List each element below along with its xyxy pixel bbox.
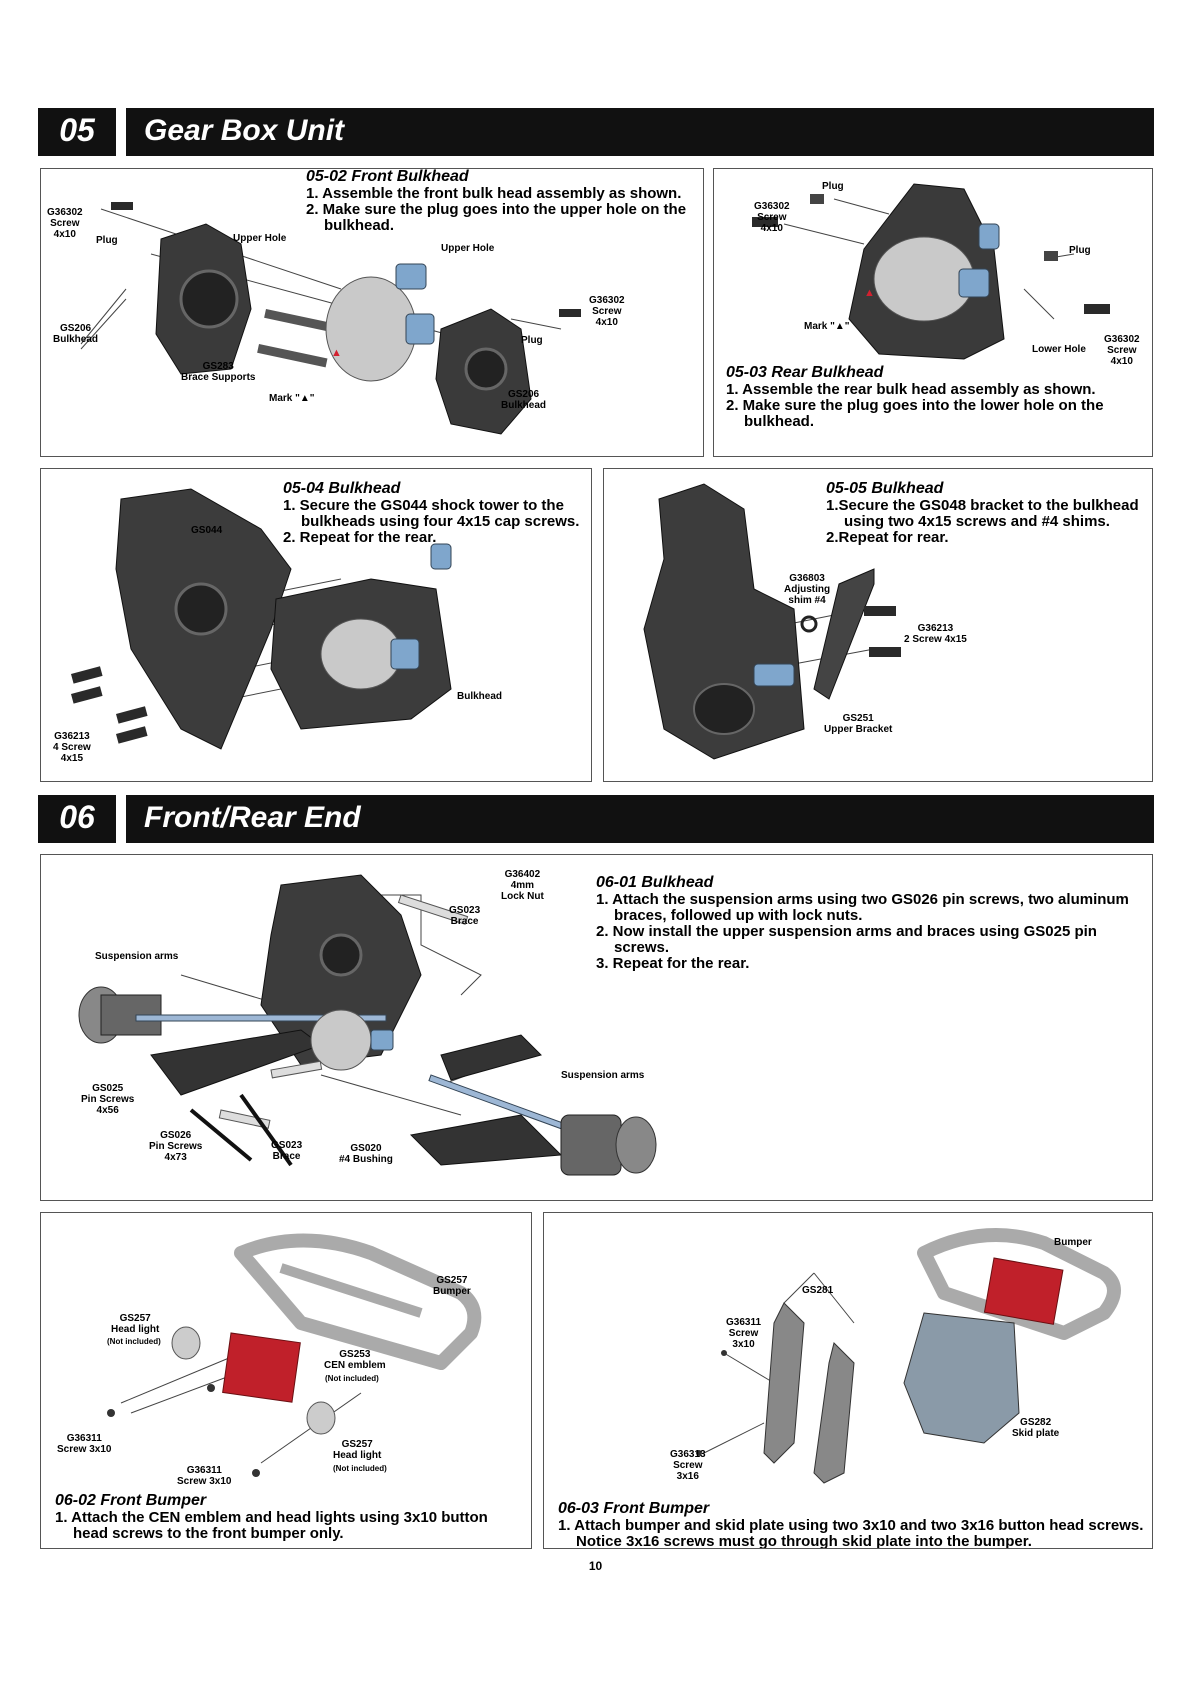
label-gs281: GS281: [802, 1285, 834, 1296]
section-05-title-bar: Gear Box Unit: [126, 108, 1154, 156]
label-screw-g36213: G36213 2 Screw 4x15: [904, 623, 967, 645]
shock-tower-diagram: [71, 488, 452, 750]
step-05-03-title: 05-03 Rear Bulkhead: [726, 364, 884, 381]
label-screw-g36302-2: G36302 Screw 4x10: [1104, 334, 1140, 367]
panel-05-04-bulkhead: 05-04 Bulkhead 1. Secure the GS044 shock…: [40, 468, 592, 782]
label-lower-hole: Lower Hole: [1032, 344, 1086, 355]
section-06-number: 06: [59, 799, 95, 835]
rear-bulkhead-diagram: ▲: [752, 183, 1110, 360]
label-gs253-cen-emblem: GS253 CEN emblem: [324, 1349, 386, 1371]
label-gs283-brace-supports: GS283 Brace Supports: [181, 361, 256, 383]
label-gs023-brace-1: GS023 Brace: [449, 905, 481, 927]
step-06-03-line-1: 1. Attach bumper and skid plate using tw…: [558, 1517, 1144, 1549]
suspension-diagram: [78, 874, 657, 1176]
label-not-included-2: (Not included): [325, 1374, 379, 1383]
panel-06-02-front-bumper: GS257 Bumper GS257 Head light (Not inclu…: [40, 1212, 532, 1549]
label-not-included-1: (Not included): [107, 1337, 161, 1346]
label-plug-1: Plug: [822, 181, 844, 192]
label-bumper: Bumper: [1054, 1237, 1092, 1248]
label-mark: Mark "▲": [804, 321, 850, 332]
label-not-included-3: (Not included): [333, 1464, 387, 1473]
step-06-01-text: 06-01 Bulkhead 1. Attach the suspension …: [596, 875, 1136, 972]
label-screw-g36311-2: G36311 Screw 3x10: [177, 1465, 232, 1487]
front-bumper-emblem-diagram: [107, 1233, 482, 1477]
label-plug-2: Plug: [521, 335, 543, 346]
section-05-number-box: 05: [38, 108, 116, 156]
label-gs023-brace-2: GS023 Brace: [271, 1140, 303, 1162]
label-gs044: GS044: [191, 525, 223, 536]
label-upper-hole-2: Upper Hole: [441, 243, 495, 254]
label-screw-g36302-1: G36302 Screw 4x10: [754, 201, 790, 234]
svg-text:▲: ▲: [864, 287, 875, 299]
label-plug-2: Plug: [1069, 245, 1091, 256]
bumper-skid-plate-diagram: [696, 1228, 1121, 1484]
step-05-05-title: 05-05 Bulkhead: [826, 480, 944, 497]
step-06-01-line-3: 3. Repeat for the rear.: [596, 955, 750, 972]
section-06-number-box: 06: [38, 795, 116, 843]
upper-bracket-diagram: [643, 483, 901, 760]
label-screw-g36311: G36311 Screw 3x10: [726, 1317, 762, 1350]
label-gs251-upper-bracket: GS251 Upper Bracket: [824, 713, 893, 735]
step-06-02-text: 06-02 Front Bumper 1. Attach the CEN emb…: [55, 1493, 525, 1542]
step-05-02-title: 05-02 Front Bulkhead: [306, 168, 469, 185]
step-06-02-line-1: 1. Attach the CEN emblem and head lights…: [55, 1509, 488, 1542]
label-screw-g36302: G36302 Screw 4x10: [47, 207, 83, 240]
panel-06-01-bulkhead: G36402 4mm Lock Nut GS023 Brace Suspensi…: [40, 854, 1153, 1201]
step-05-03-text: 05-03 Rear Bulkhead 1. Assemble the rear…: [726, 365, 1126, 430]
label-gs257-head-light-1: GS257 Head light: [111, 1313, 160, 1335]
step-05-02-line-1: 1. Assemble the front bulk head assembly…: [306, 185, 682, 202]
label-screw-g36302-2: G36302 Screw 4x10: [589, 295, 625, 328]
section-06-title: Front/Rear End: [144, 801, 361, 834]
step-06-03-title: 06-03 Front Bumper: [558, 1500, 710, 1517]
step-05-04-title: 05-04 Bulkhead: [283, 480, 401, 497]
step-06-02-title: 06-02 Front Bumper: [55, 1492, 207, 1509]
step-05-05-text: 05-05 Bulkhead 1.Secure the GS048 bracke…: [826, 481, 1146, 546]
section-05-number: 05: [59, 112, 95, 148]
label-gs206-bulkhead-2: GS206 Bulkhead: [501, 389, 547, 411]
label-suspension-arms-2: Suspension arms: [561, 1070, 645, 1081]
label-plug-1: Plug: [96, 235, 118, 246]
panel-05-05-bulkhead: 05-05 Bulkhead 1.Secure the GS048 bracke…: [603, 468, 1153, 782]
step-06-01-line-1: 1. Attach the suspension arms using two …: [596, 891, 1129, 924]
label-gs026-pin-screws: GS026 Pin Screws 4x73: [149, 1130, 203, 1163]
step-06-01-title: 06-01 Bulkhead: [596, 874, 714, 891]
label-gs257-head-light-2: GS257 Head light: [333, 1439, 382, 1461]
step-05-03-line-1: 1. Assemble the rear bulk head assembly …: [726, 381, 1096, 398]
label-mark: Mark "▲": [269, 393, 315, 404]
svg-text:▲: ▲: [331, 347, 342, 359]
label-gs282-skid-plate: GS282 Skid plate: [1012, 1417, 1060, 1439]
label-gs206-bulkhead-1: GS206 Bulkhead: [53, 323, 99, 345]
step-06-01-line-2: 2. Now install the upper suspension arms…: [596, 923, 1097, 956]
panel-05-02-front-bulkhead: ▲ 05-02 Front Bulkhead 1. Assemble the f…: [40, 168, 704, 457]
label-gs025-pin-screws: GS025 Pin Screws 4x56: [81, 1083, 135, 1116]
step-05-04-text: 05-04 Bulkhead 1. Secure the GS044 shock…: [283, 481, 583, 546]
step-05-05-line-1: 1.Secure the GS048 bracket to the bulkhe…: [826, 497, 1139, 530]
label-gs020-bushing: GS020 #4 Bushing: [339, 1143, 393, 1165]
label-bulkhead: Bulkhead: [457, 691, 503, 702]
label-lock-nut-g36402: G36402 4mm Lock Nut: [501, 869, 544, 902]
step-05-04-line-2: 2. Repeat for the rear.: [283, 529, 437, 546]
step-05-02-line-2: 2. Make sure the plug goes into the uppe…: [306, 201, 687, 234]
label-shim-g36803: G36803 Adjusting shim #4: [784, 573, 831, 606]
step-05-02-text: 05-02 Front Bulkhead 1. Assemble the fro…: [306, 169, 696, 234]
panel-06-03-front-bumper: Bumper GS281 G36311 Screw 3x10 GS282 Ski…: [543, 1212, 1153, 1549]
label-screw-g36311-1: G36311 Screw 3x10: [57, 1433, 112, 1455]
label-upper-hole-1: Upper Hole: [233, 233, 287, 244]
front-bulkhead-diagram: ▲: [80, 202, 581, 435]
label-screw-g36313: G36313 Screw 3x16: [670, 1449, 706, 1482]
step-05-04-line-1: 1. Secure the GS044 shock tower to the b…: [283, 497, 580, 530]
panel-05-03-rear-bulkhead: ▲ Plug G36302 Screw 4x10 Plug Mark "▲" L…: [713, 168, 1153, 457]
label-suspension-arms-1: Suspension arms: [95, 951, 179, 962]
step-06-03-text: 06-03 Front Bumper 1. Attach bumper and …: [558, 1501, 1144, 1549]
section-06-title-bar: Front/Rear End: [126, 795, 1154, 843]
step-05-03-line-2: 2. Make sure the plug goes into the lowe…: [726, 397, 1104, 430]
page-number: 10: [588, 1559, 603, 1573]
label-screw-g36213: G36213 4 Screw 4x15: [53, 731, 91, 764]
step-05-05-line-2: 2.Repeat for rear.: [826, 529, 949, 546]
section-05-title: Gear Box Unit: [144, 114, 345, 147]
label-gs257-bumper: GS257 Bumper: [433, 1275, 471, 1297]
